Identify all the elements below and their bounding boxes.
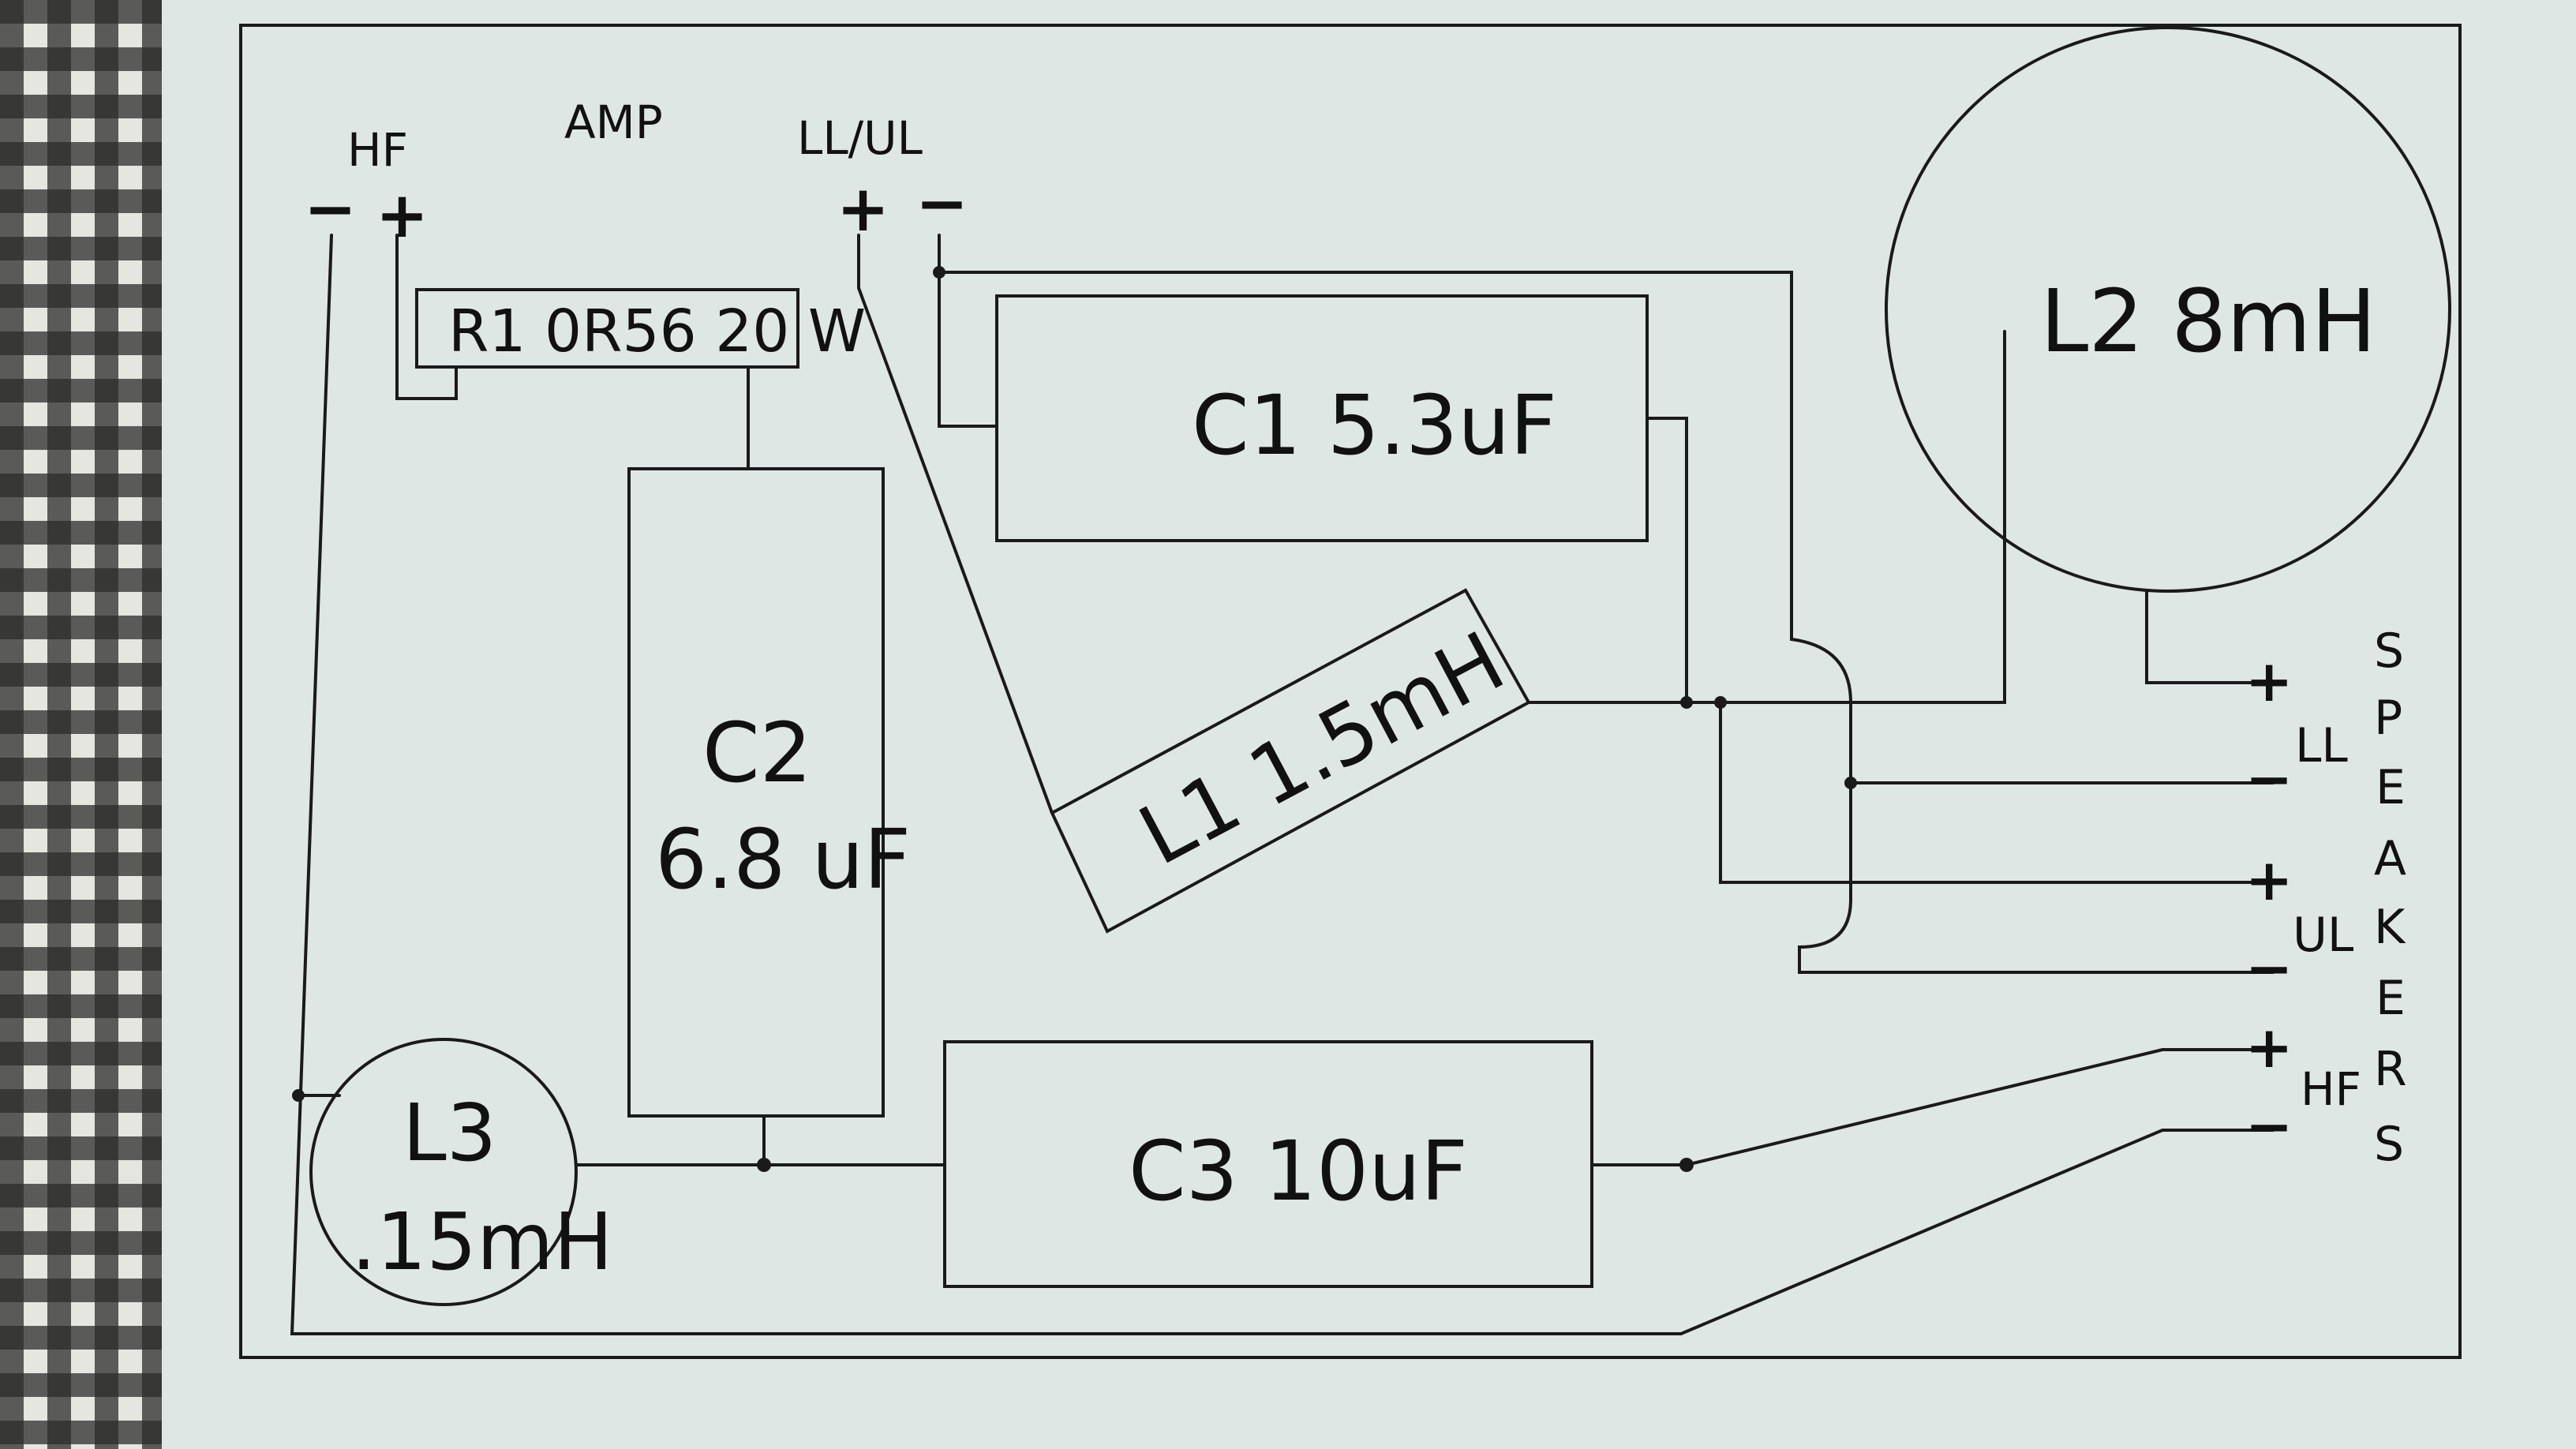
l3-inductor xyxy=(309,1038,578,1306)
label-ll: LL xyxy=(2295,718,2348,773)
out-plus-2: + xyxy=(2245,847,2293,913)
speakers-letter: R xyxy=(2374,1042,2407,1097)
llul-minus-sign: − xyxy=(915,167,968,240)
llul-plus-sign: + xyxy=(837,172,889,245)
out-minus-1: − xyxy=(2245,746,2293,812)
junction-dot xyxy=(1679,1158,1694,1172)
wire-c1-left xyxy=(938,271,998,428)
c2-label-line2: 6.8 uF xyxy=(655,811,911,908)
label-hf-top: HF xyxy=(347,123,408,177)
wire-ul-plus xyxy=(1719,701,2275,884)
wire-llul-plus xyxy=(857,234,1054,814)
junction-dot xyxy=(1844,777,1857,789)
label-llul: LL/UL xyxy=(797,111,923,165)
speakers-letter: E xyxy=(2376,971,2406,1026)
speakers-letter: E xyxy=(2376,760,2406,815)
l2-inductor xyxy=(1885,26,2451,593)
fabric-background xyxy=(0,0,182,1449)
label-hf-out: HF xyxy=(2301,1062,2361,1116)
c2-capacitor xyxy=(627,467,885,1118)
r1-resistor xyxy=(415,288,799,369)
c2-label-line1: C2 xyxy=(702,705,812,801)
label-ul: UL xyxy=(2293,908,2354,963)
paper-sheet xyxy=(162,0,2576,1449)
r1-label: R1 0R56 20 W xyxy=(448,298,866,365)
l3-label-line1: L3 xyxy=(402,1087,496,1179)
speakers-letter: A xyxy=(2374,831,2406,886)
wire-hf-minus xyxy=(290,234,2275,1335)
hf-plus-sign: + xyxy=(376,178,429,252)
l2-label: L2 8mH xyxy=(2040,271,2376,372)
speakers-letter: K xyxy=(2374,900,2406,955)
speakers-letter: P xyxy=(2374,691,2402,746)
junction-dot xyxy=(933,266,945,279)
out-plus-3: + xyxy=(2245,1014,2293,1080)
junction-dot xyxy=(1680,696,1693,709)
wire-l2-llplus xyxy=(2145,590,2275,684)
l3-label-line2: .15mH xyxy=(351,1196,613,1288)
speakers-letter: S xyxy=(2374,623,2404,679)
wire-hf-plus xyxy=(395,234,458,400)
junction-dot xyxy=(1714,696,1727,709)
out-minus-2: − xyxy=(2245,935,2293,1002)
diagram-border xyxy=(239,24,2462,1359)
wire-c3-hfplus xyxy=(1590,1048,2275,1166)
speakers-letter: S xyxy=(2374,1117,2404,1172)
speakers-label: S P E A K E R S xyxy=(2374,623,2407,1172)
junction-dot xyxy=(757,1158,771,1172)
hf-minus-sign: − xyxy=(304,172,357,245)
label-amp: AMP xyxy=(564,95,663,149)
wire-c1-right xyxy=(1646,417,1688,704)
junction-dot xyxy=(292,1089,305,1102)
out-minus-3: − xyxy=(2245,1093,2293,1159)
c1-label: C1 5.3uF xyxy=(1192,377,1557,474)
out-plus-1: + xyxy=(2245,648,2293,714)
c3-label: C3 10uF xyxy=(1129,1123,1468,1219)
